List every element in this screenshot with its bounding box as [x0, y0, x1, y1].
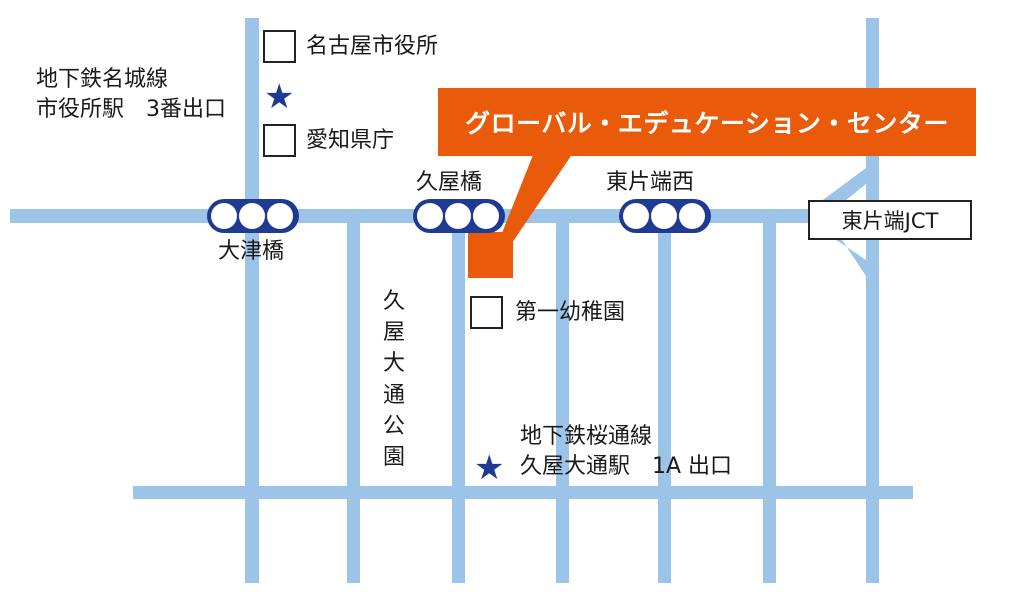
lower-horizontal-road — [133, 486, 913, 499]
junction-label: 東片端JCT — [808, 200, 972, 240]
pref-office-label: 愛知県庁 — [306, 128, 395, 153]
subway-exit-star-icon: ★ — [264, 77, 295, 117]
station-higashikatahanishi-icon — [619, 199, 711, 233]
meijo-exit-label: 市役所駅 3番出口 — [36, 97, 226, 122]
destination-banner: グローバル・エデュケーション・センター — [438, 88, 976, 156]
vertical-road-7 — [866, 18, 879, 583]
sakuradori-line-label: 地下鉄桜通線 — [520, 424, 653, 449]
vertical-road-2 — [347, 222, 360, 583]
vertical-road-4 — [556, 222, 569, 583]
kindergarten-square-icon — [470, 296, 503, 329]
sakuradori-exit-label: 久屋大通駅 1A 出口 — [520, 454, 733, 479]
subway-exit-star-icon: ★ — [474, 448, 505, 488]
city-hall-square-icon — [263, 30, 296, 63]
pref-office-square-icon — [263, 124, 296, 157]
station-otsubashi-label: 大津橋 — [218, 239, 285, 264]
kindergarten-label: 第一幼稚園 — [515, 300, 626, 325]
station-hisayabashi-icon — [413, 199, 505, 233]
meijo-line-label: 地下鉄名城線 — [36, 67, 169, 92]
vertical-road-5 — [658, 222, 671, 583]
city-hall-label: 名古屋市役所 — [306, 34, 439, 59]
vertical-road-6 — [763, 222, 776, 583]
banner-pointer — [498, 150, 575, 243]
station-otsubashi-icon — [207, 199, 299, 233]
destination-marker — [468, 232, 513, 278]
vertical-road-1 — [245, 18, 259, 583]
park-label: 久 屋 大 通 公 園 — [383, 289, 406, 471]
station-higashikatahanishi-label: 東片端西 — [606, 170, 695, 195]
station-hisayabashi-label: 久屋橋 — [416, 170, 483, 195]
vertical-road-3 — [452, 222, 465, 583]
